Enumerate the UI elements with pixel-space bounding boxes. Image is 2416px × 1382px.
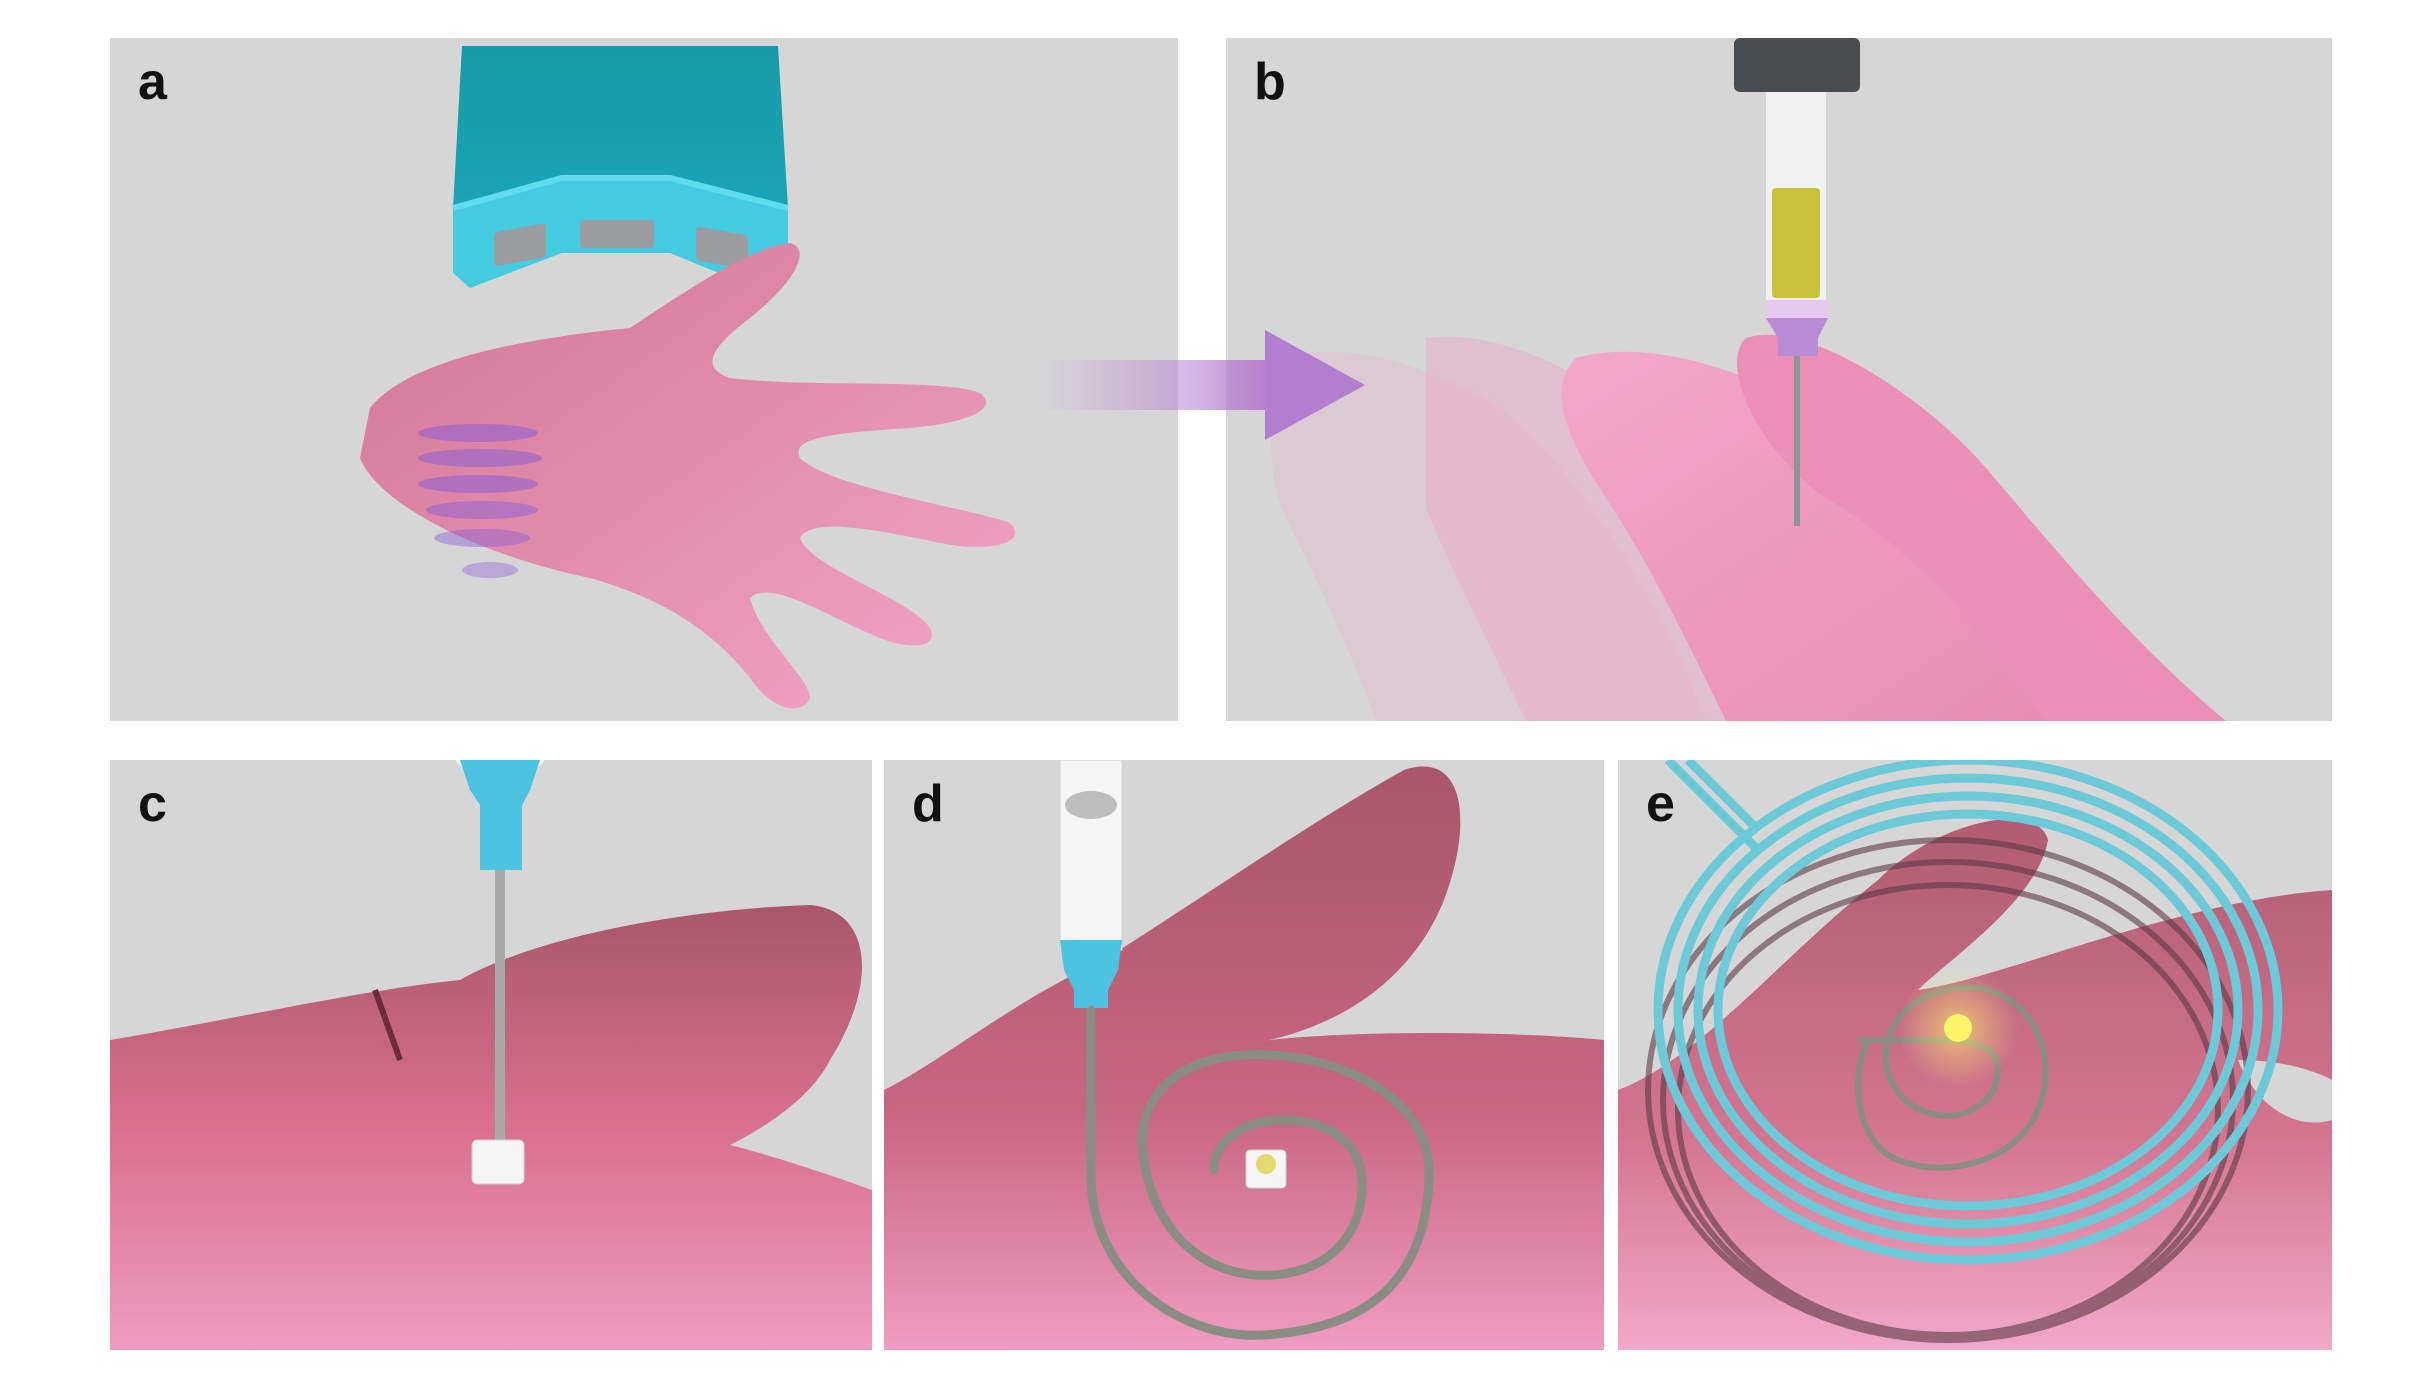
nozzle-icon	[456, 760, 544, 1150]
panel-a: a	[110, 38, 1178, 721]
panel-label-b: b	[1254, 53, 1286, 111]
printed-coil-icon	[1086, 1005, 1434, 1340]
scan-band	[418, 424, 538, 442]
right-arrow-icon	[1040, 330, 1365, 440]
panel-c: c	[110, 760, 872, 1350]
scanner-icon	[452, 46, 789, 288]
panel-label-e: e	[1646, 775, 1675, 833]
wireless-powering-illustration	[1618, 760, 2332, 1350]
panel-label-d: d	[912, 775, 944, 833]
dispenser-icon	[1734, 38, 1860, 526]
chip-placement-illustration	[110, 760, 872, 1350]
panel-label-c: c	[138, 775, 167, 833]
coil-printing-illustration	[884, 760, 1604, 1350]
hand-icon	[1561, 334, 2226, 721]
panel-d: d	[884, 760, 1604, 1350]
ink-cartridge-icon	[1772, 188, 1820, 298]
scanner-and-hand-illustration	[360, 46, 1016, 709]
needle-icon	[495, 870, 505, 1150]
panel-e: e	[1618, 760, 2332, 1350]
chip-icon	[471, 1139, 525, 1185]
dispenser-over-moving-hand-illustration	[1271, 38, 2226, 721]
transmitter-coil-icon	[1653, 760, 2283, 1265]
hand-icon	[110, 905, 872, 1350]
nozzle-icon	[1766, 318, 1828, 356]
hand-icon	[360, 243, 1016, 709]
led-icon	[1944, 1014, 1972, 1042]
panel-label-a: a	[138, 53, 167, 111]
hand-motion-ghost-icon	[1271, 351, 1706, 721]
nozzle-icon	[1059, 760, 1123, 1008]
needle-icon	[1794, 356, 1800, 526]
panel-b: b	[1226, 38, 2332, 721]
